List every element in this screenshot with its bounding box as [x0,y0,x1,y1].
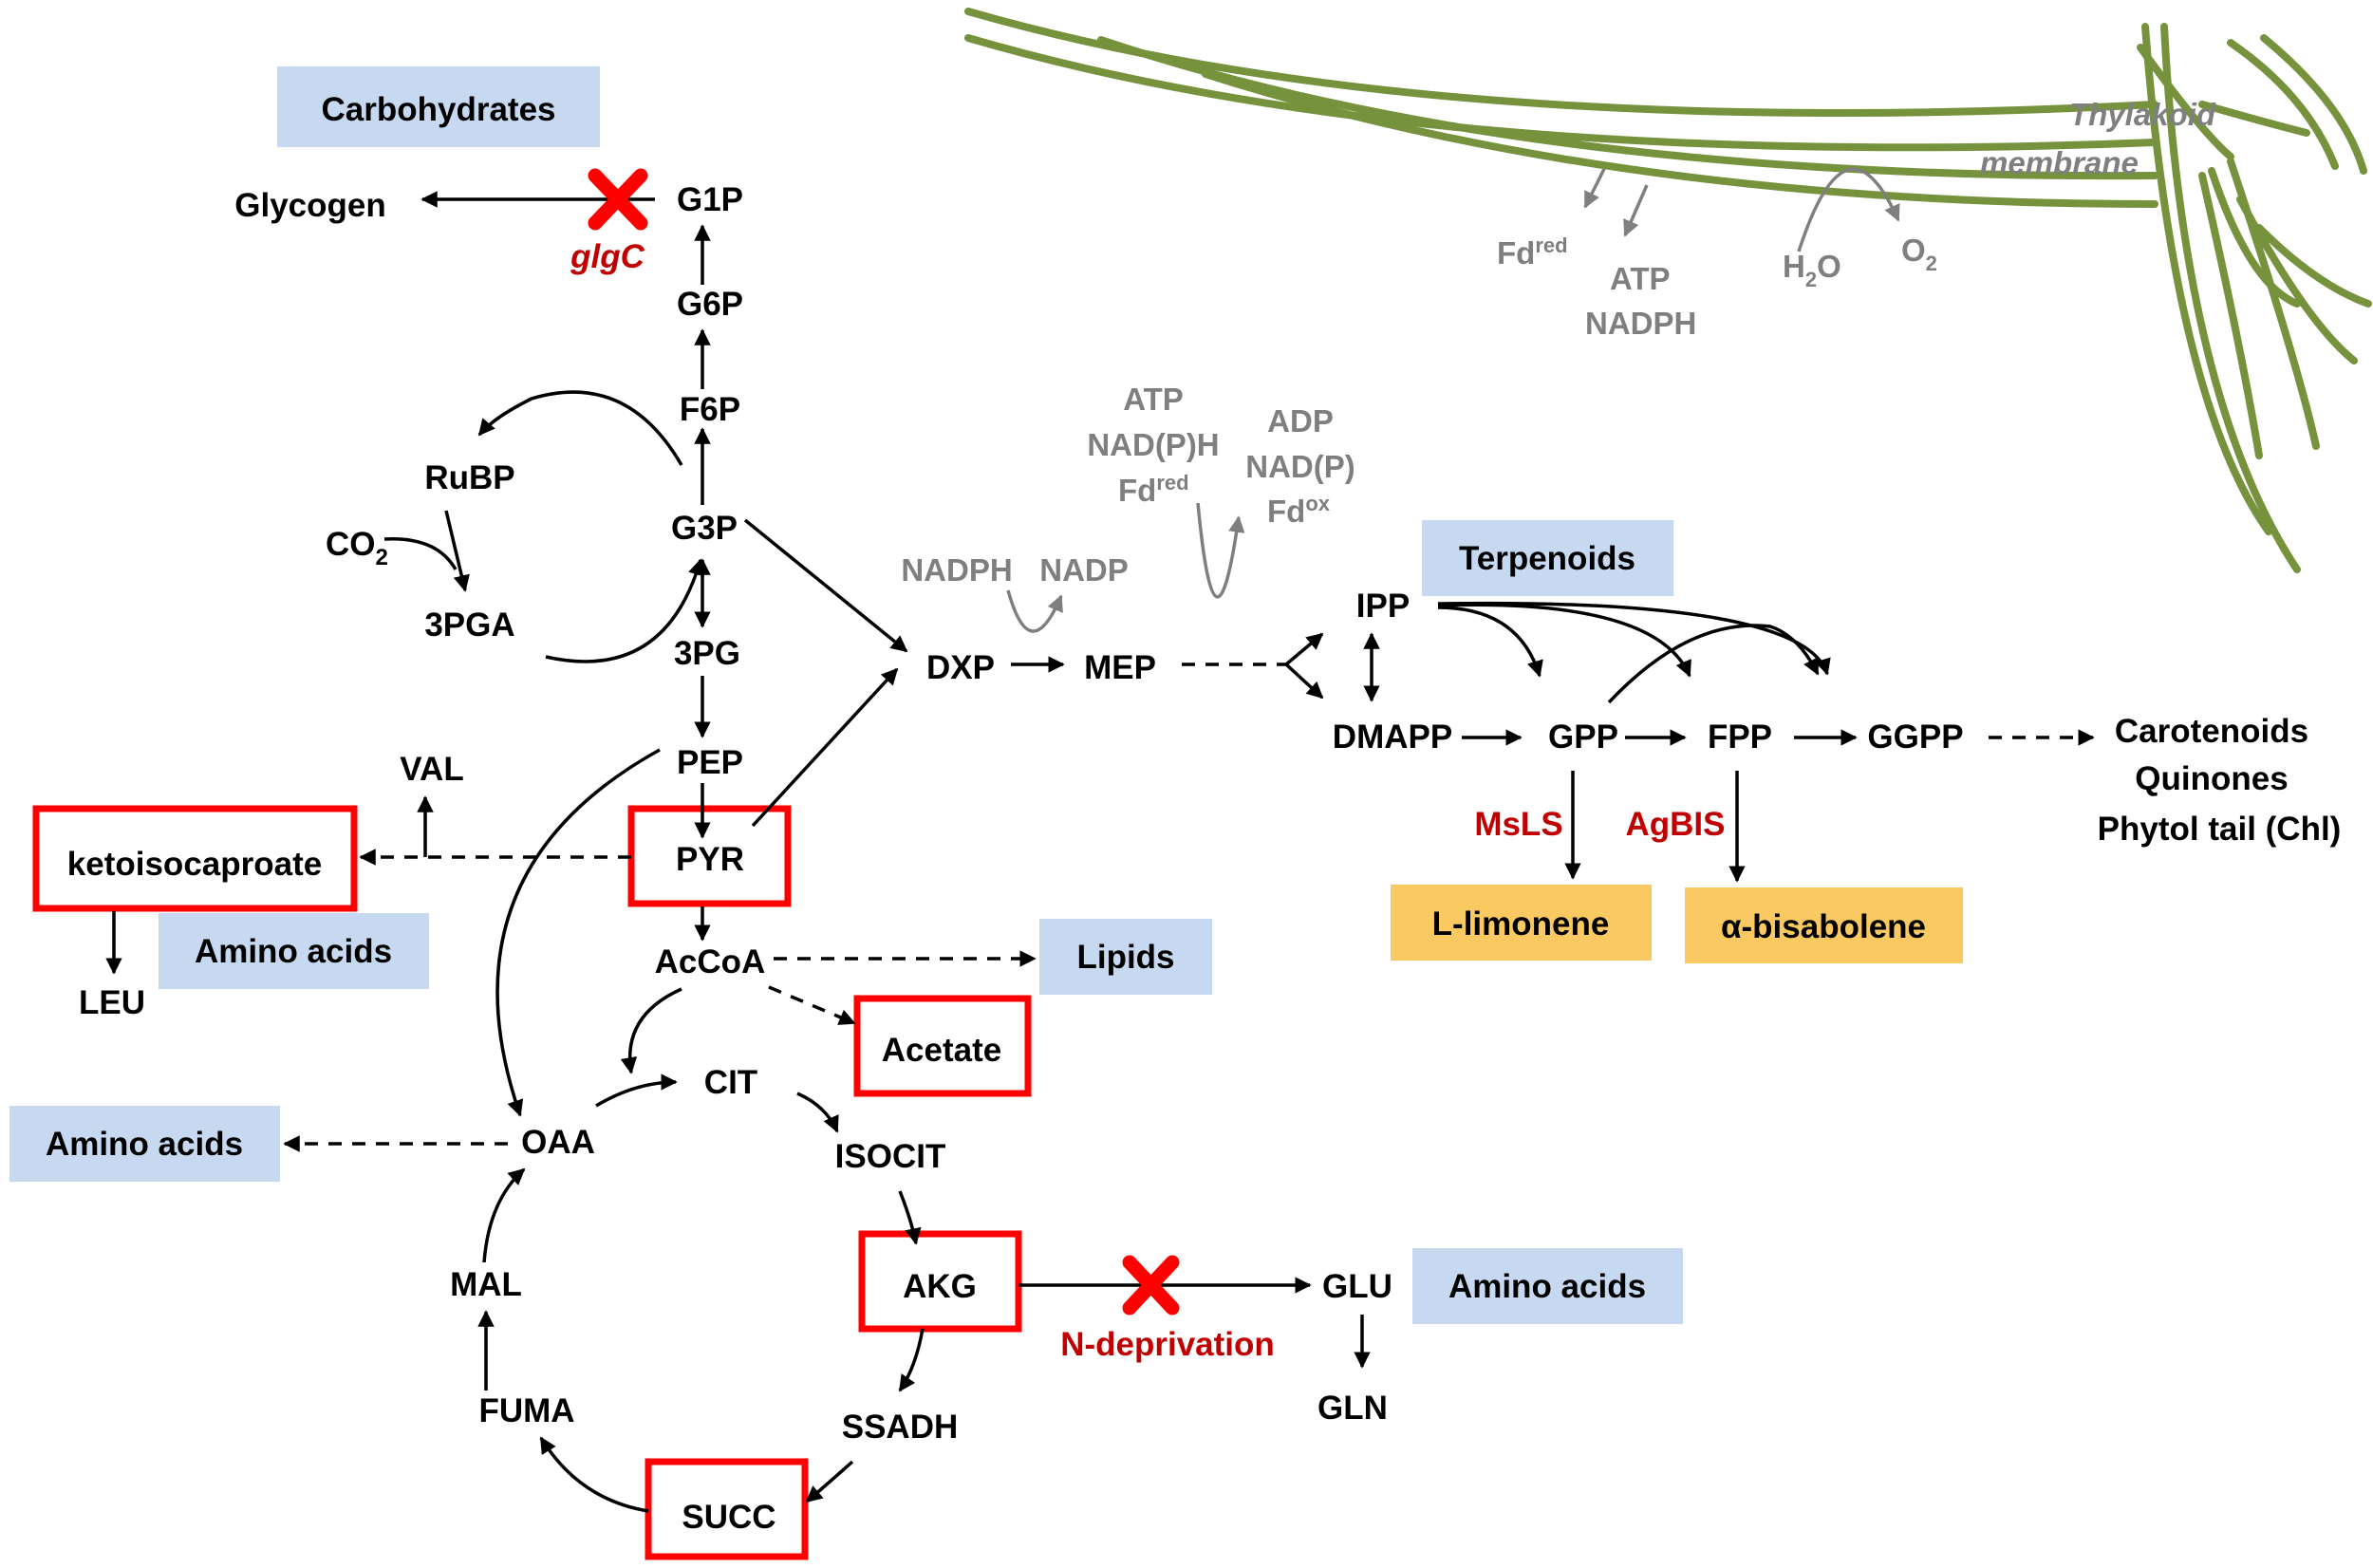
bisabolene-box [1685,887,1963,963]
fd-in-sup: red [1156,471,1188,495]
svg-text:Fdred: Fdred [1118,471,1189,508]
phytol-tail-label: Phytol tail (Chl) [2098,811,2342,848]
terpenoids-box [1422,520,1673,596]
limonene-label: L-limonene [1432,905,1610,943]
3pga-label: 3PGA [424,607,514,644]
rubp-label: RuBP [424,459,514,496]
n-deprivation-knockout-icon [1122,1255,1180,1316]
dxp-label: DXP [926,649,995,686]
fd-in-label: Fd [1118,473,1156,508]
succ-highlight [645,1458,809,1560]
ssadh-label: SSADH [842,1409,959,1446]
isocit-label: ISOCIT [835,1138,946,1175]
g6p-label: G6P [677,286,743,323]
accoa-label: AcCoA [655,943,766,980]
fd-release-arrow [1583,168,1606,209]
f6p-label: F6P [680,391,740,428]
pyr-label: PYR [676,841,744,878]
n-deprivation-label: N-deprivation [1060,1326,1275,1363]
lipids-box [1039,919,1212,995]
leu-label: LEU [79,984,145,1021]
nadph-in-label: NAD(P)H [1087,427,1219,462]
glgc-gene-label: glgC [570,238,645,275]
amino-acids-oaa-box [9,1106,280,1182]
gln-label: GLN [1317,1390,1388,1427]
atp-release-arrow [1623,184,1649,237]
glgc-knockout-icon [588,168,648,231]
co2-label: CO [326,526,376,563]
akg-highlight [858,1230,1022,1333]
fpp-label: FPP [1708,719,1772,756]
ketoisocaproate-highlight [32,805,358,912]
glycogen-label: Glycogen [234,187,385,224]
nadph-thylakoid-label: NADPH [1585,306,1696,341]
lipids-label: Lipids [1076,939,1174,976]
succ-label: SUCC [682,1499,775,1536]
water-split-arrow [1797,167,1900,252]
fd-thylakoid-sup: red [1535,233,1567,257]
adp-out-label: ADP [1267,403,1334,439]
amino-acids-glu-box [1412,1248,1683,1324]
co2-sub-label: 2 [376,545,388,570]
quinones-label: Quinones [2135,760,2288,797]
oaa-label: OAA [521,1124,595,1161]
nadph-consume-arrow [1006,589,1063,633]
val-label: VAL [400,751,463,788]
ketoisocaproate-label: ketoisocaproate [67,846,322,883]
limonene-box [1391,885,1652,961]
gpp-label: GPP [1548,719,1618,756]
bisabolene-label: α-bisabolene [1721,908,1926,945]
h2o-o-label: O [1817,249,1841,284]
nadph-dxp-label: NADPH [901,552,1012,588]
amino-acids-glu-label: Amino acids [1448,1268,1646,1305]
svg-text:H2O: H2O [1783,249,1841,291]
o2-label: O [1901,233,1926,268]
h2o-h-label: H [1783,249,1805,284]
pep-label: PEP [677,744,743,781]
membrane-label-line1: Thylakoid [2069,97,2216,132]
nadp-out-label: NAD(P) [1245,449,1355,484]
atp-thylakoid-label: ATP [1610,261,1671,296]
svg-text:Fdred: Fdred [1497,233,1568,271]
terpenoids-label: Terpenoids [1459,540,1635,577]
fd-out-label: Fd [1267,494,1305,529]
mep-label: MEP [1084,649,1156,686]
svg-text:CO2: CO2 [326,526,388,570]
h2o-sub-label: 2 [1805,268,1817,291]
fuma-label: FUMA [478,1392,574,1429]
akg-label: AKG [903,1268,977,1305]
amino-acids-left-box [159,913,429,989]
ggpp-label: GGPP [1867,719,1963,756]
acetate-highlight [853,995,1032,1097]
mal-label: MAL [450,1266,522,1303]
atp-in-label: ATP [1123,382,1184,417]
g3p-label: G3P [671,510,738,547]
carbohydrates-box [277,66,600,147]
amino-acids-oaa-label: Amino acids [46,1126,243,1163]
fd-thylakoid-label: Fd [1497,235,1535,271]
amino-acids-left-label: Amino acids [195,933,392,970]
agbis-gene-label: AgBIS [1626,806,1726,843]
msls-gene-label: MsLS [1474,806,1562,843]
svg-text:O2: O2 [1901,233,1937,275]
nadp-dxp-label: NADP [1039,552,1129,588]
dmapp-label: DMAPP [1333,719,1452,756]
acetate-label: Acetate [882,1032,1001,1069]
glu-label: GLU [1322,1268,1392,1305]
o2-sub-label: 2 [1926,252,1937,275]
ipp-label: IPP [1356,588,1410,625]
atp-consume-arrow [1196,502,1245,599]
thylakoid-membrane [964,8,2372,573]
cit-label: CIT [704,1064,757,1101]
pathway-arrows [105,191,2095,1513]
fd-out-sup: ox [1305,492,1330,515]
svg-text:Fdox: Fdox [1267,492,1331,529]
carbohydrates-label: Carbohydrates [321,91,555,128]
membrane-label-line2: membrane [1980,145,2139,180]
carotenoids-label: Carotenoids [2115,713,2308,750]
g1p-label: G1P [677,181,743,218]
3pg-label: 3PG [674,635,740,672]
